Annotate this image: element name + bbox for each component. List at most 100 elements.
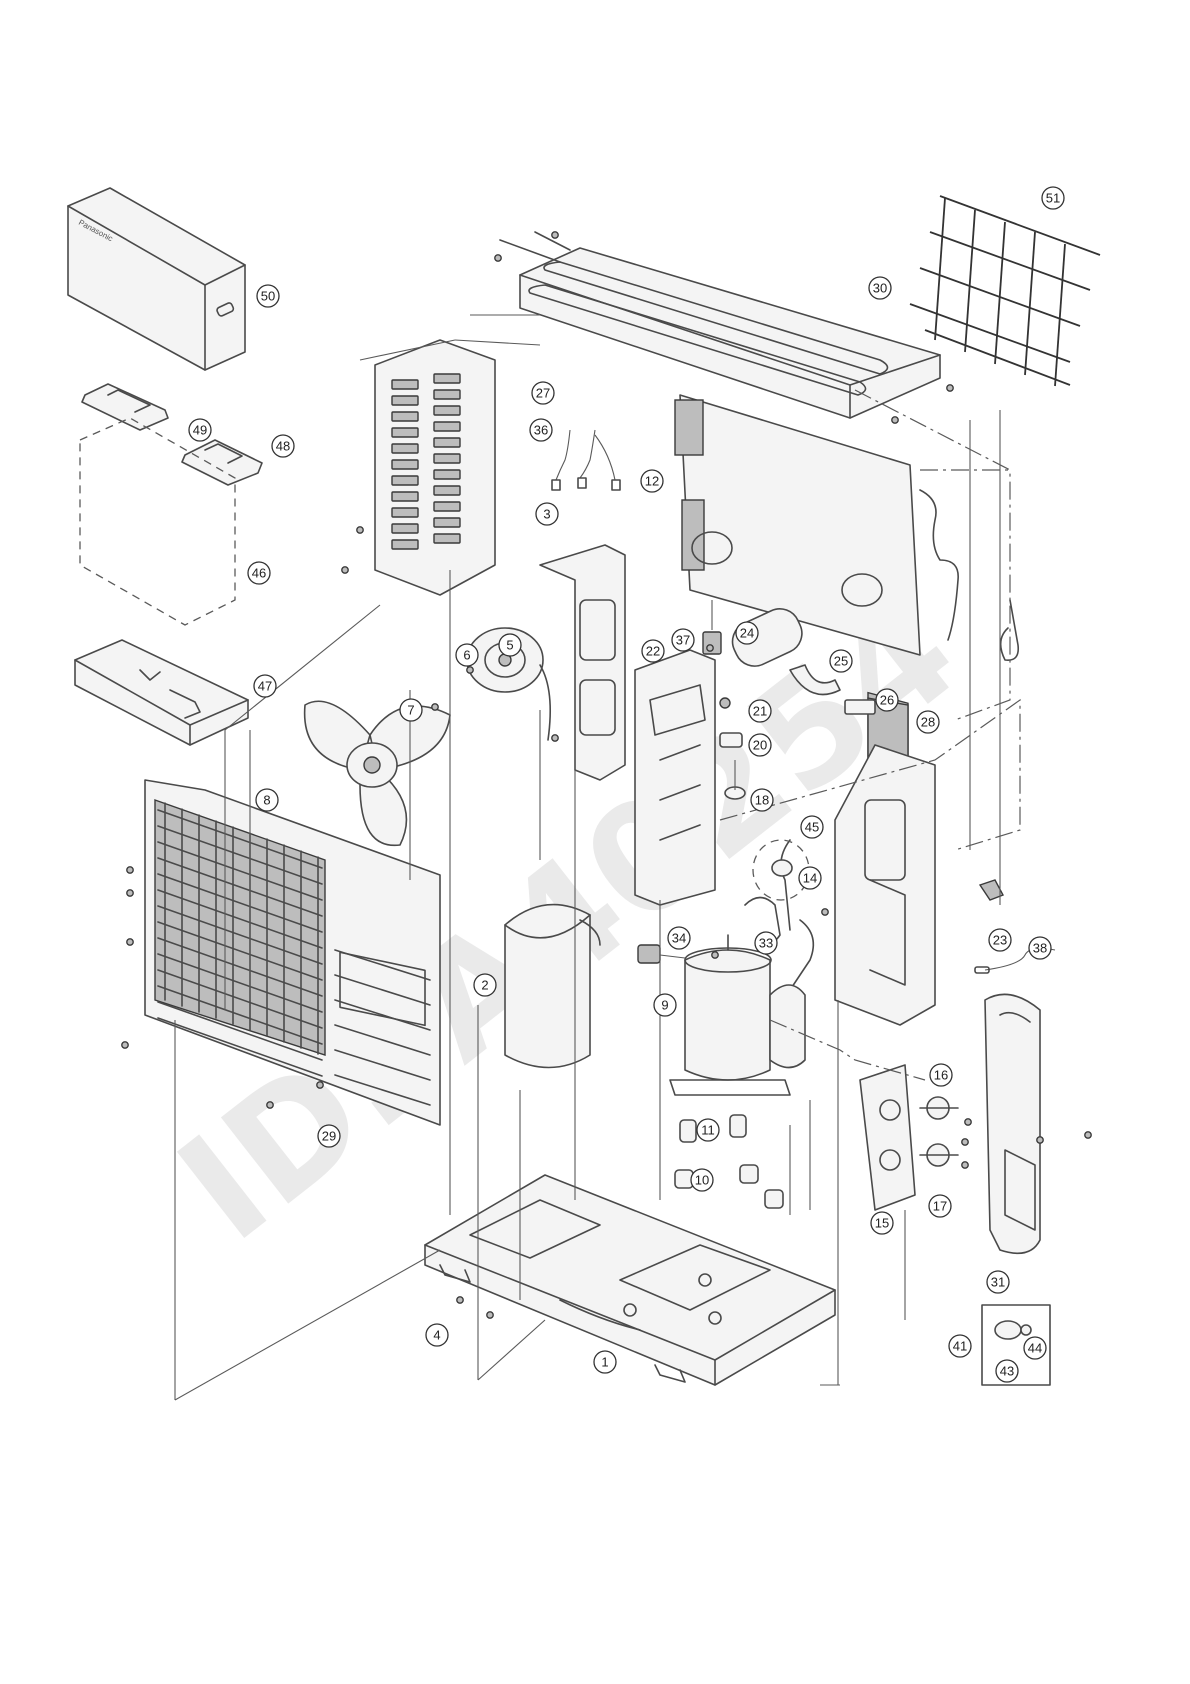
callout-45: 45 — [801, 816, 823, 838]
callout-36: 36 — [530, 419, 552, 441]
part-21-nut — [720, 698, 730, 708]
part-16-service-valve — [920, 1097, 958, 1119]
callout-51: 51 — [1042, 187, 1064, 209]
callout-number: 6 — [463, 648, 470, 663]
callout-18: 18 — [751, 789, 773, 811]
screw — [342, 567, 348, 573]
callout-number: 21 — [753, 704, 767, 719]
callout-number: 34 — [672, 931, 686, 946]
callout-31: 31 — [987, 1271, 1009, 1293]
callout-number: 49 — [193, 423, 207, 438]
callout-number: 29 — [322, 1129, 336, 1144]
callout-number: 22 — [646, 644, 660, 659]
callout-number: 30 — [873, 281, 887, 296]
vent-slot — [434, 470, 460, 479]
callout-number: 26 — [880, 693, 894, 708]
callout-48: 48 — [272, 435, 294, 457]
vent-slot — [392, 540, 418, 549]
callout-3: 3 — [536, 503, 558, 525]
screw — [127, 890, 133, 896]
callout-number: 46 — [252, 566, 266, 581]
callout-44: 44 — [1024, 1337, 1046, 1359]
part-17-service-valve — [920, 1144, 958, 1166]
callout-7: 7 — [400, 699, 422, 721]
callout-number: 45 — [805, 820, 819, 835]
callout-15: 15 — [871, 1212, 893, 1234]
screw — [962, 1162, 968, 1168]
callout-number: 27 — [536, 386, 550, 401]
screw — [1085, 1132, 1091, 1138]
callout-34: 34 — [668, 927, 690, 949]
screw — [122, 1042, 128, 1048]
screw — [892, 417, 898, 423]
part-27-side-panel — [375, 340, 495, 595]
callout-28: 28 — [917, 711, 939, 733]
callout-25: 25 — [830, 650, 852, 672]
callout-number: 24 — [740, 626, 754, 641]
part-31-cover — [985, 994, 1040, 1253]
vent-slot — [434, 438, 460, 447]
vent-slot — [392, 460, 418, 469]
callout-number: 28 — [921, 715, 935, 730]
vent-slot — [434, 518, 460, 527]
vent-slot — [392, 380, 418, 389]
vent-slot — [392, 508, 418, 517]
screw — [127, 939, 133, 945]
part-22-control-board — [635, 650, 715, 905]
callout-number: 16 — [934, 1068, 948, 1083]
part-10-mount-rubber — [675, 1165, 783, 1208]
callout-number: 10 — [695, 1173, 709, 1188]
screw — [712, 952, 718, 958]
vent-slot — [392, 412, 418, 421]
callout-number: 4 — [433, 1328, 440, 1343]
screw — [707, 645, 713, 651]
callout-number: 47 — [258, 679, 272, 694]
callout-11: 11 — [697, 1119, 719, 1141]
part-48-bracket — [182, 440, 262, 485]
callout-number: 20 — [753, 738, 767, 753]
callout-24: 24 — [736, 622, 758, 644]
screw — [267, 1102, 273, 1108]
callout-number: 18 — [755, 793, 769, 808]
callout-number: 48 — [276, 439, 290, 454]
callout-12: 12 — [641, 470, 663, 492]
screw — [467, 667, 473, 673]
vent-slot — [434, 454, 460, 463]
callout-26: 26 — [876, 689, 898, 711]
vent-slot — [392, 524, 418, 533]
callout-number: 3 — [543, 507, 550, 522]
callout-number: 43 — [1000, 1364, 1014, 1379]
vent-slot — [434, 422, 460, 431]
callout-number: 9 — [661, 998, 668, 1013]
screw — [822, 909, 828, 915]
callout-number: 12 — [645, 474, 659, 489]
callout-22: 22 — [642, 640, 664, 662]
callout-2: 2 — [474, 974, 496, 996]
part-2-sound-insulation — [505, 905, 600, 1068]
vent-slot — [434, 374, 460, 383]
callout-number: 44 — [1028, 1341, 1042, 1356]
part-30-top-panel — [500, 232, 940, 418]
callout-number: 41 — [953, 1339, 967, 1354]
screw — [457, 1297, 463, 1303]
callout-30: 30 — [869, 277, 891, 299]
callout-number: 5 — [506, 638, 513, 653]
vent-slot — [434, 486, 460, 495]
callout-number: 51 — [1046, 191, 1060, 206]
callout-29: 29 — [318, 1125, 340, 1147]
callout-number: 7 — [407, 703, 414, 718]
part-26-relay — [845, 700, 875, 714]
callout-20: 20 — [749, 734, 771, 756]
callout-27: 27 — [532, 382, 554, 404]
callout-number: 23 — [993, 933, 1007, 948]
screw — [965, 1119, 971, 1125]
callout-1: 1 — [594, 1351, 616, 1373]
screw — [487, 1312, 493, 1318]
part-3-partition — [540, 545, 625, 780]
part-36-wiring — [552, 430, 620, 490]
callout-number: 37 — [676, 633, 690, 648]
screw — [495, 255, 501, 261]
callout-number: 2 — [481, 978, 488, 993]
callout-33: 33 — [755, 932, 777, 954]
